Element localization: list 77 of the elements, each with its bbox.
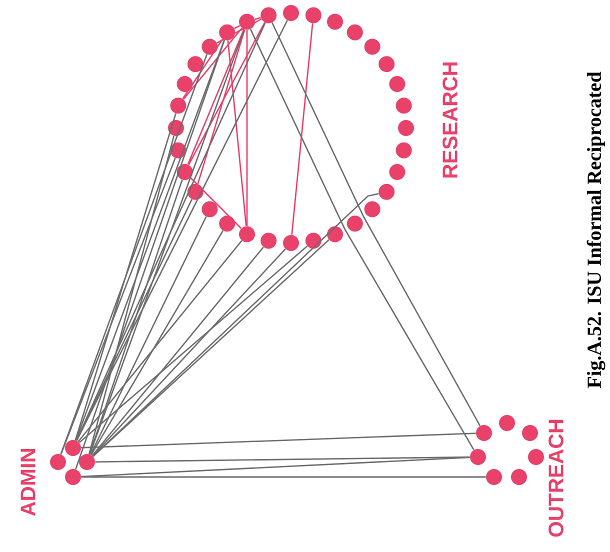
dot (389, 76, 406, 92)
dot (522, 425, 538, 441)
dot (65, 440, 81, 456)
dot (327, 14, 343, 30)
dot (327, 226, 343, 242)
dot (176, 164, 193, 180)
dot (364, 201, 380, 218)
link-line (246, 30, 248, 226)
dot (486, 469, 502, 485)
link-line (81, 432, 476, 448)
dot (511, 469, 527, 485)
dot (260, 7, 277, 24)
group-label: RESEARCH (442, 62, 458, 178)
dot (470, 449, 486, 465)
link-line (227, 40, 247, 226)
dot (239, 226, 255, 242)
link-line (92, 192, 379, 457)
dot (170, 142, 186, 158)
link-line (74, 113, 176, 440)
link-line (90, 230, 224, 456)
link-line (250, 28, 474, 450)
dot (476, 425, 492, 441)
dot (499, 415, 515, 431)
link-line (60, 158, 176, 455)
dot (283, 5, 299, 21)
dot (176, 76, 193, 92)
dot (398, 120, 414, 136)
link-line (190, 177, 242, 229)
dot (65, 469, 81, 485)
dot (187, 56, 204, 72)
link-line (188, 22, 266, 166)
link-line (182, 38, 224, 100)
dot (260, 232, 277, 249)
group-label: OUTREACH (548, 420, 564, 537)
dot (346, 216, 363, 232)
dot (79, 454, 95, 470)
link-line (90, 216, 207, 455)
link-line (81, 476, 486, 478)
link-line (95, 456, 470, 463)
link-line (182, 28, 242, 100)
link-line (216, 18, 262, 44)
link-line (234, 25, 240, 30)
link-line (254, 16, 261, 20)
link-line (291, 23, 314, 235)
dot (219, 216, 236, 232)
link-line (76, 199, 192, 441)
link-line (187, 29, 245, 165)
dot (202, 38, 218, 55)
link-line (197, 29, 246, 184)
group-label: ADMIN (20, 449, 36, 516)
dot (389, 164, 406, 180)
dot (396, 142, 412, 158)
dot (187, 184, 204, 200)
dot (528, 449, 544, 465)
dot (168, 120, 184, 136)
dot (396, 98, 412, 114)
dot (283, 235, 299, 251)
dot (50, 454, 66, 470)
link-line (78, 246, 308, 444)
link-line (60, 54, 208, 455)
link-line (88, 136, 175, 454)
link-line (92, 239, 330, 457)
dot (170, 98, 186, 114)
dot (239, 14, 255, 30)
dot (364, 38, 380, 55)
dot (305, 7, 322, 24)
link-line (271, 22, 481, 426)
link-line (78, 240, 242, 442)
dot (202, 201, 218, 218)
dot (378, 184, 395, 200)
dot (305, 232, 322, 249)
dot (378, 56, 395, 72)
caption: Fig.A.52. ISU Informal Reciprocated (586, 72, 606, 388)
dot (346, 24, 363, 40)
link-line (81, 456, 470, 478)
dot (219, 24, 236, 40)
link-line (88, 180, 183, 454)
